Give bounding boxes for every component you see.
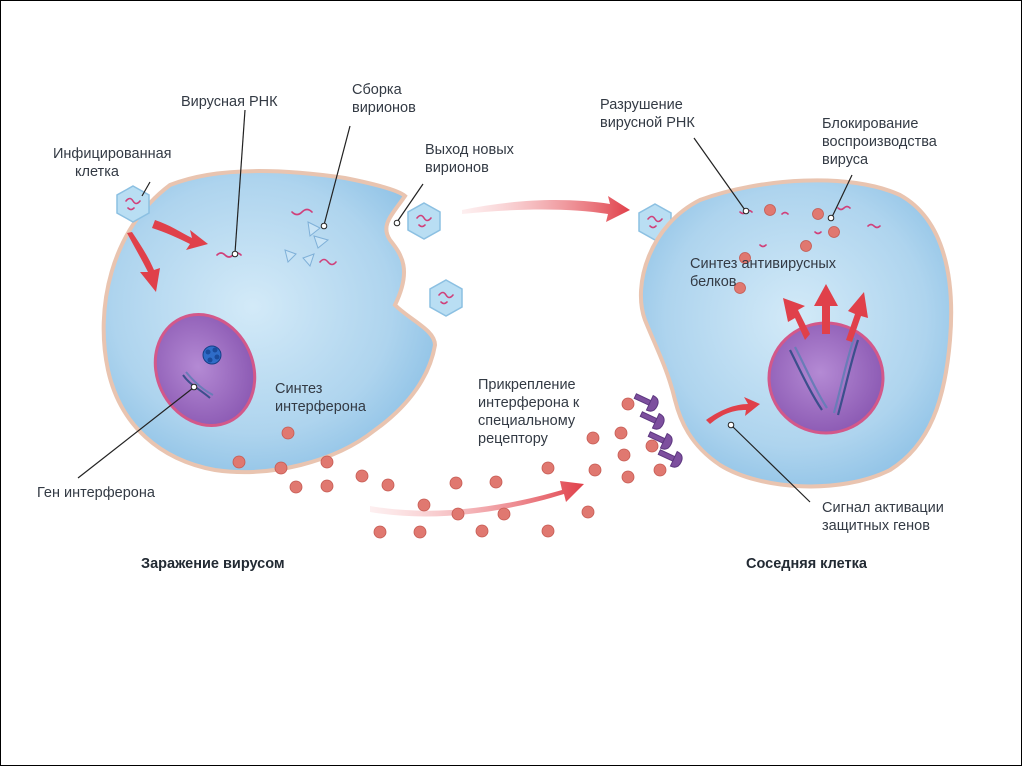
leader-line bbox=[77, 387, 194, 479]
receptors bbox=[633, 393, 683, 468]
protein-synthesis-arrow-icon bbox=[814, 284, 838, 334]
leader-line bbox=[731, 425, 811, 503]
leader-line bbox=[693, 137, 746, 211]
receptor-icon bbox=[647, 431, 673, 450]
caption-infection: Заражение вирусом bbox=[141, 556, 285, 572]
interferon-molecule bbox=[541, 461, 555, 475]
virion-icon bbox=[116, 185, 150, 223]
leader-lines bbox=[77, 109, 853, 503]
interferon-molecule bbox=[320, 455, 334, 469]
viral-rna-fragment bbox=[837, 205, 851, 211]
label-interferon-gene: Ген интерферона bbox=[37, 485, 156, 501]
leader-dot bbox=[727, 421, 735, 429]
leader-dot bbox=[393, 219, 401, 227]
virion-icon bbox=[407, 202, 441, 240]
interferon-molecule bbox=[614, 426, 628, 440]
interferon-molecule bbox=[289, 480, 303, 494]
interferon-molecule bbox=[451, 507, 465, 521]
viral-rna-fragment bbox=[867, 223, 881, 229]
infected-cell bbox=[101, 169, 438, 474]
leader-line bbox=[831, 174, 853, 218]
activation-arrow-icon bbox=[706, 397, 760, 424]
interferon-molecule bbox=[586, 431, 600, 445]
interferon-molecule bbox=[232, 455, 246, 469]
capsid-fragment-icon bbox=[284, 249, 297, 263]
virion-transfer-arrow-icon bbox=[462, 196, 630, 222]
neighbor-cell bbox=[638, 178, 954, 489]
interferon-molecule bbox=[588, 463, 602, 477]
interferon-molecule bbox=[373, 525, 387, 539]
viral-rna-fragment bbox=[814, 231, 822, 235]
protein-synthesis-arrow-icon bbox=[783, 298, 810, 340]
interferon-molecule bbox=[581, 505, 595, 519]
antiviral-protein bbox=[800, 240, 812, 252]
interferon-molecule bbox=[274, 461, 288, 475]
interferon-molecule bbox=[617, 448, 631, 462]
antiviral-protein bbox=[828, 226, 840, 238]
virus-entry-arrow-icon bbox=[152, 220, 208, 250]
antiviral-protein bbox=[812, 208, 824, 220]
leader-dot bbox=[320, 222, 328, 230]
neighbor-cell-nucleus bbox=[767, 321, 885, 435]
interferon-molecule bbox=[541, 524, 555, 538]
viral-rna-fragment bbox=[781, 211, 789, 215]
virus-entry-arrow-icon bbox=[127, 232, 160, 292]
receptor-icon bbox=[633, 393, 659, 412]
dna-strand-icon bbox=[789, 337, 860, 416]
leader-dot bbox=[231, 250, 239, 258]
virus-core-icon bbox=[202, 345, 222, 365]
capsid-fragment-icon bbox=[307, 221, 321, 237]
antiviral-protein bbox=[734, 282, 746, 294]
capsid-fragment-icon bbox=[313, 235, 330, 249]
receptor-icon bbox=[639, 411, 665, 430]
interferon-molecule bbox=[645, 439, 659, 453]
interferon-molecule bbox=[653, 463, 667, 477]
infected-cell-membrane bbox=[101, 169, 438, 474]
leader-line bbox=[396, 183, 424, 223]
leader-line bbox=[323, 125, 351, 226]
virion-icon bbox=[429, 279, 463, 317]
protein-synthesis-arrow-icon bbox=[846, 292, 868, 342]
viral-rna-strand bbox=[291, 208, 313, 216]
interferon-molecule bbox=[475, 524, 489, 538]
interferon-molecule bbox=[281, 426, 295, 440]
leader-dot bbox=[190, 383, 198, 391]
antiviral-protein bbox=[764, 204, 776, 216]
caption-neighbor-cell: Соседняя клетка bbox=[746, 556, 868, 572]
antiviral-protein bbox=[739, 252, 751, 264]
interferon-transfer-arrow-icon bbox=[370, 481, 584, 517]
leader-dot bbox=[827, 214, 835, 222]
interferon-molecule bbox=[355, 469, 369, 483]
interferon-molecule bbox=[489, 475, 503, 489]
interferon-molecule bbox=[320, 479, 334, 493]
label-viral-rna: Вирусная РНК bbox=[181, 94, 278, 110]
interferon-molecule bbox=[621, 397, 635, 411]
interferon-molecule bbox=[381, 478, 395, 492]
leader-dot bbox=[742, 207, 750, 215]
interferon-molecule bbox=[417, 498, 431, 512]
capsid-fragment-icon bbox=[302, 253, 315, 267]
interferon-molecules bbox=[232, 397, 667, 539]
interferon-molecule bbox=[449, 476, 463, 490]
interferon-molecule bbox=[621, 470, 635, 484]
viral-rna-strand bbox=[319, 258, 337, 266]
receptor-icon bbox=[657, 449, 683, 468]
interferon-molecule bbox=[413, 525, 427, 539]
viral-rna-fragment bbox=[759, 244, 767, 248]
interferon-molecule bbox=[497, 507, 511, 521]
leader-line bbox=[234, 109, 246, 254]
leader-line bbox=[141, 181, 151, 197]
